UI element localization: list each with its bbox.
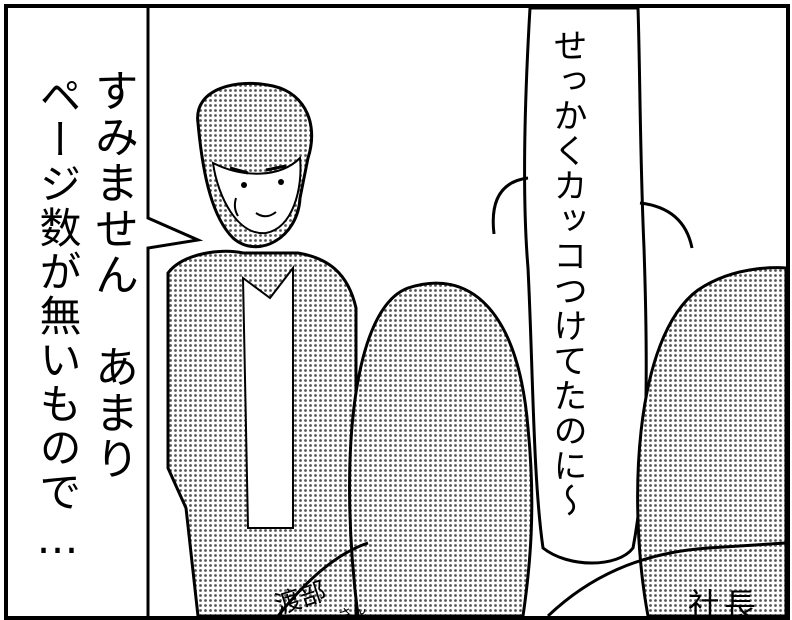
panel-artwork <box>146 8 786 616</box>
left-speech-balloon <box>146 8 204 616</box>
character-watanabe-standing <box>166 81 358 616</box>
right-balloon-tail-right <box>639 201 694 249</box>
speech-right-text: せっかくカッコつけてたのに～ <box>547 28 587 518</box>
right-speech-balloon <box>522 8 648 565</box>
character-back-shacho <box>636 266 786 616</box>
manga-panel: すみません あまり ページ数が無いもので… せっかくカッコつけてたのに～ 渡部 … <box>4 4 790 620</box>
character-back-center <box>348 281 534 616</box>
right-balloon-tail-left <box>491 176 529 235</box>
speech-left-line1: すみません あまり <box>87 68 138 482</box>
speech-left-line2: ページ数が無いもので… <box>33 74 82 565</box>
label-shacho: 社長 <box>688 586 761 620</box>
